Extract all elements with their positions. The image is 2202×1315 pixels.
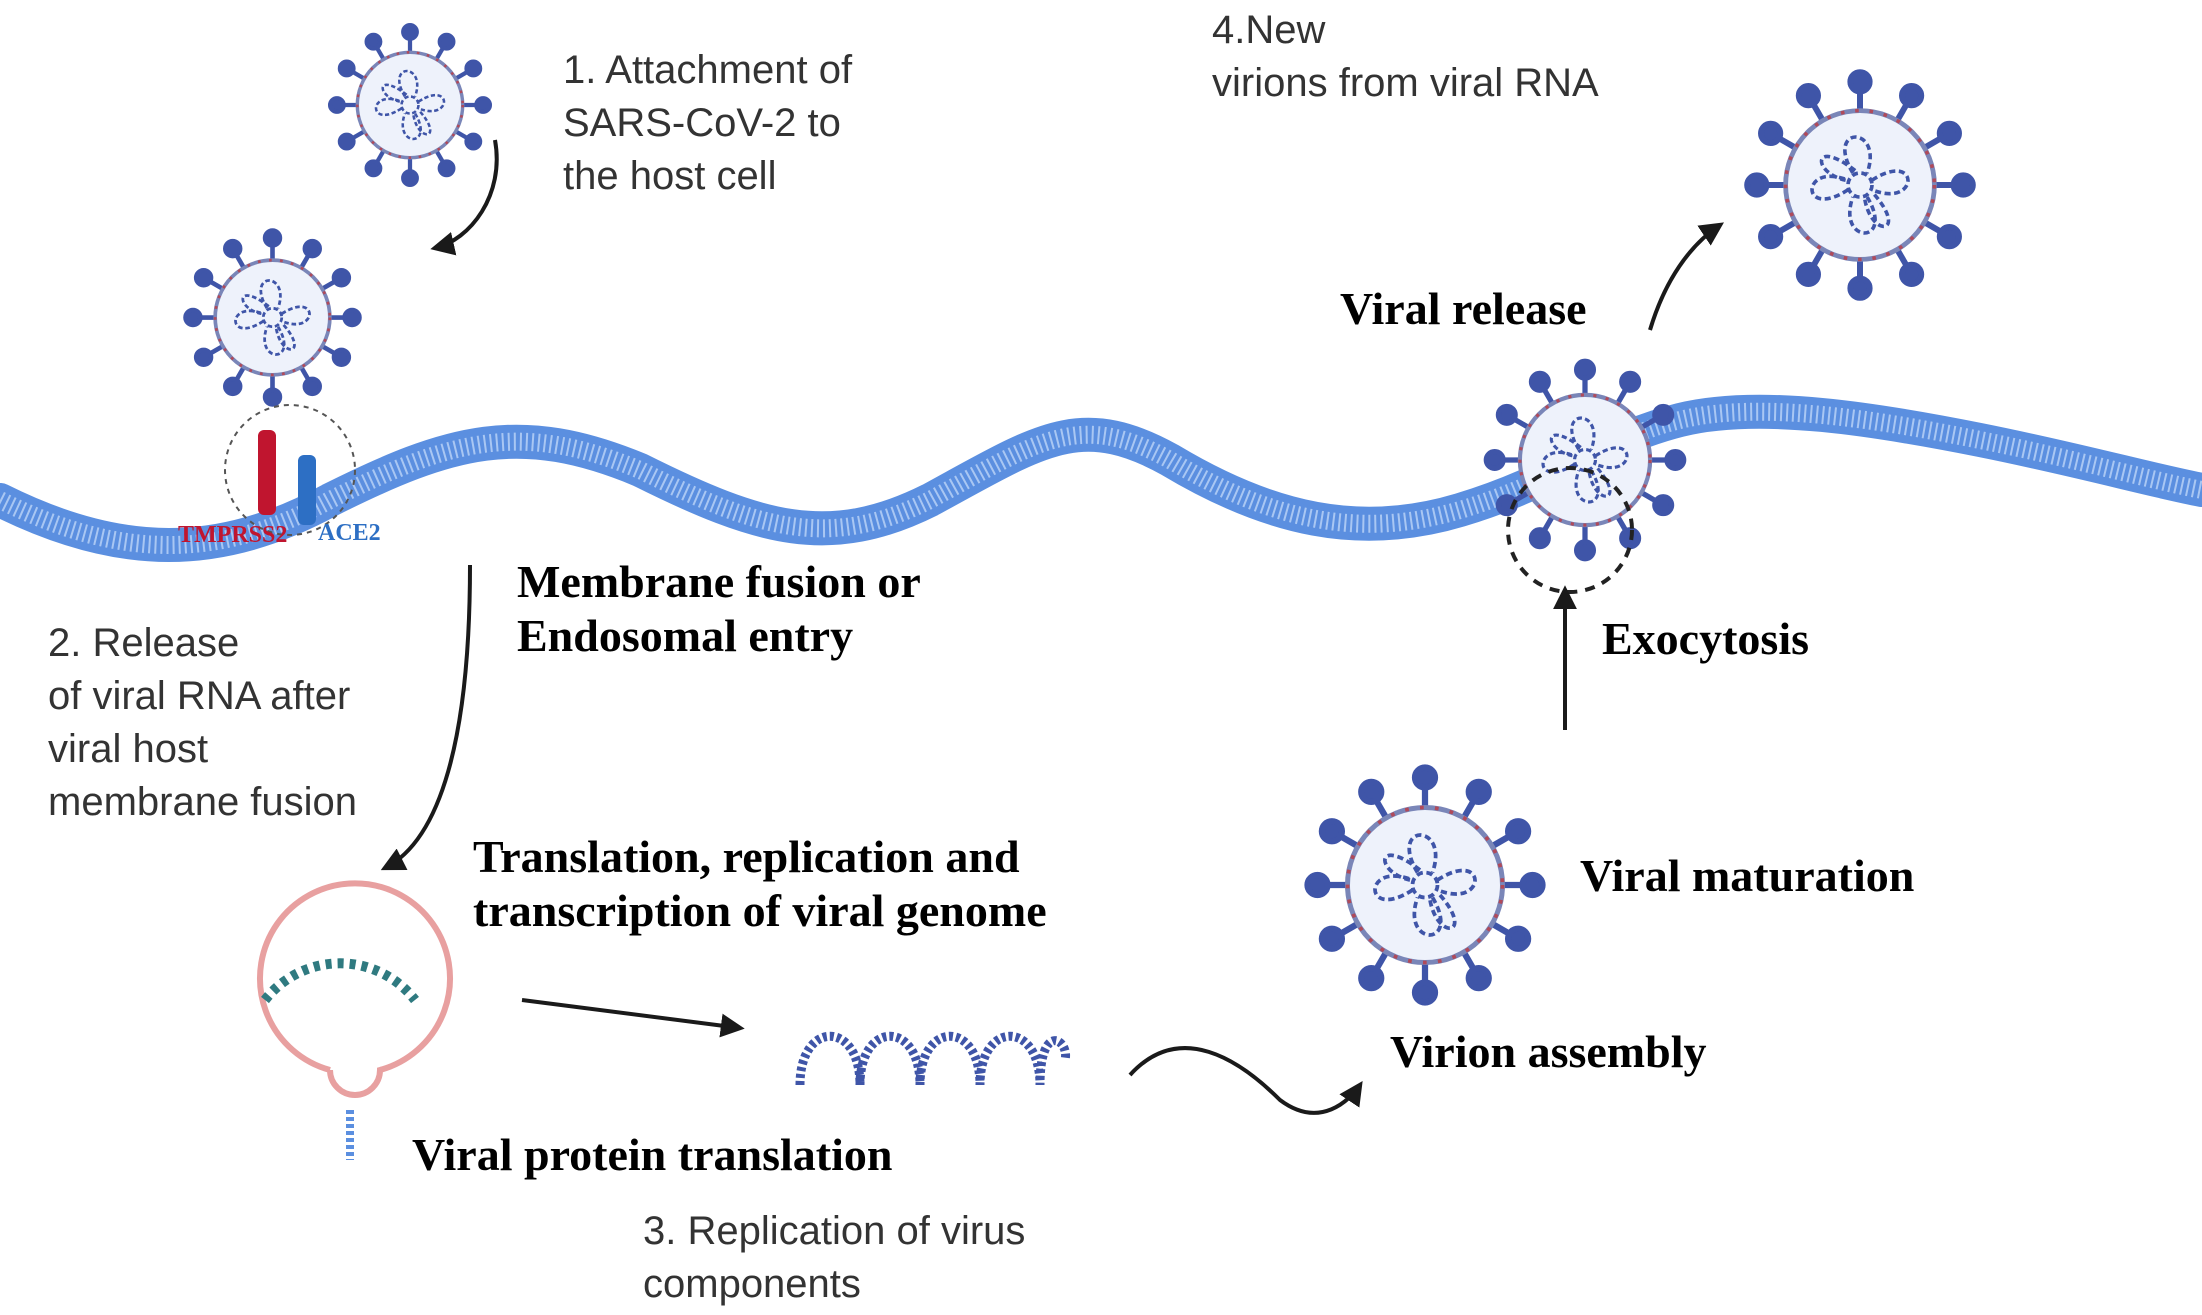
viral-maturation-label: Viral maturation	[1580, 850, 1915, 901]
viral-protein-translation-label: Viral protein translation	[412, 1129, 893, 1180]
exocytosis-label: Exocytosis	[1602, 613, 1809, 664]
virus-particle-exocytosis	[1486, 361, 1683, 558]
virus-particle-bound	[186, 231, 360, 405]
arrow-release	[1648, 222, 1724, 331]
tmprss2-label: TMPRSS2	[178, 522, 288, 548]
arrow-entry	[380, 564, 472, 871]
virion-assembly-label: Virion assembly	[1390, 1026, 1707, 1077]
ace2-label: ACE2	[318, 520, 381, 546]
translation-label: Translation, replication and transcripti…	[473, 831, 1047, 936]
step3-label: 3. Replication of virus components	[643, 1209, 1026, 1306]
rna-helix	[795, 1031, 1071, 1086]
step4-label: 4.New virions from viral RNA	[1212, 8, 1599, 105]
arrow-attachment	[430, 139, 499, 256]
receptor-complex	[224, 404, 356, 536]
cell-membrane	[0, 394, 2202, 562]
viral-release-label: Viral release	[1340, 283, 1587, 334]
replication-organelle	[257, 880, 453, 1160]
virus-particle-released	[1747, 72, 1973, 298]
virus-particle-maturation	[1308, 768, 1543, 1003]
arrow-to-assembly	[1128, 1046, 1363, 1115]
arrow-translation-to-replication	[521, 998, 745, 1038]
step2-label: 2. Release of viral RNA after viral host…	[48, 621, 358, 824]
virus-particle-attaching	[330, 25, 490, 185]
membrane-fusion-label: Membrane fusion or Endosomal entry	[517, 556, 921, 661]
step1-label: 1. Attachment of SARS-CoV-2 to the host …	[563, 48, 853, 198]
